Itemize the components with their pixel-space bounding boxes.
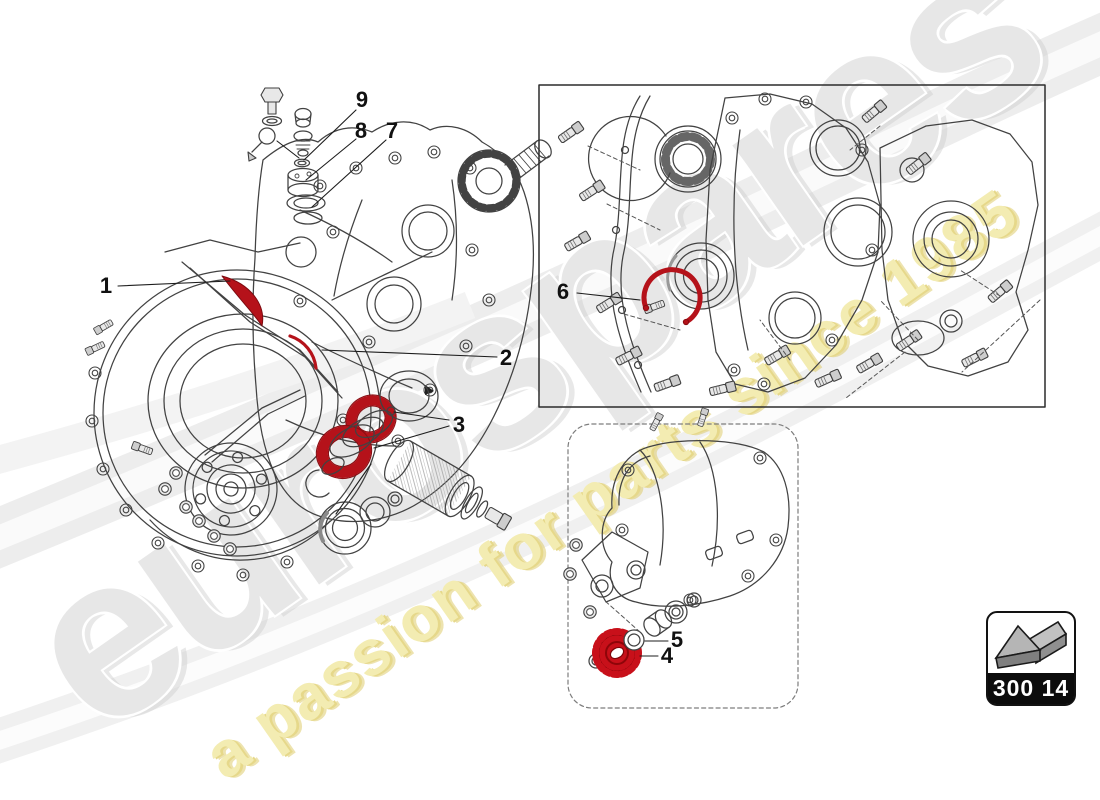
inset-box-cover [538, 84, 1046, 408]
cover-gasket [610, 95, 652, 393]
callout-2: 2 [499, 345, 513, 370]
shaft-seal [642, 242, 735, 315]
inset-box-sprocket [563, 407, 799, 709]
roller-bearing [587, 115, 722, 202]
input-gear [457, 139, 552, 213]
callout-9: 9 [355, 87, 369, 112]
exploded-top-parts [247, 87, 326, 225]
section-code-badge: 300 14 [986, 611, 1076, 706]
filter-housing-stack [321, 370, 439, 475]
callout-8: 8 [354, 118, 368, 143]
side-cover [879, 119, 1039, 377]
mounting-nuts [130, 440, 237, 556]
highlighted-circlip-6 [641, 267, 703, 326]
callout-6: 6 [556, 279, 570, 304]
oil-filter [383, 439, 512, 531]
callout-7: 7 [385, 118, 399, 143]
callout-4: 4 [660, 643, 674, 668]
section-code-text: 300 14 [988, 673, 1074, 704]
folded-arrow-icon [994, 620, 1068, 669]
callout-3: 3 [452, 412, 466, 437]
leader-line-6 [576, 292, 641, 301]
exploded-shaft-parts [588, 592, 702, 678]
highlighted-gasket-1 [221, 275, 264, 327]
support-bracket [563, 531, 649, 619]
highlighted-gasket-2 [288, 334, 318, 370]
leader-lines-45 [639, 640, 669, 657]
release-bearing [305, 469, 403, 555]
center-cover-plate [705, 92, 893, 393]
leader-lines-main [117, 109, 498, 515]
pump-cover [184, 442, 278, 536]
callout-1: 1 [99, 273, 113, 298]
end-housing [601, 407, 790, 607]
gearbox-main-view [84, 87, 552, 582]
callout-5: 5 [670, 627, 684, 652]
gearbox-body [252, 121, 534, 523]
bell-housing [84, 239, 381, 582]
assembly-dashed-lines [587, 125, 1041, 399]
